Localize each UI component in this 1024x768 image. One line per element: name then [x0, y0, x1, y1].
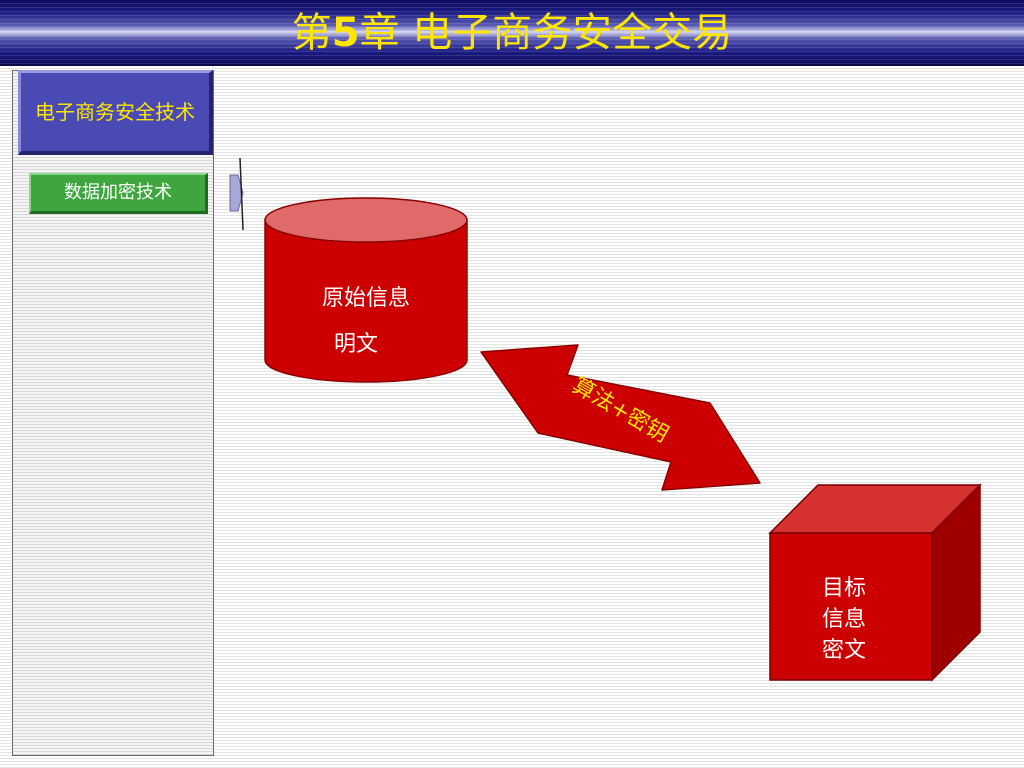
nav-button-security-technology-label: 电子商务安全技术	[35, 99, 195, 124]
ciphertext-label-line1: 目标	[821, 576, 866, 601]
page-title: 第5章 电子商务安全交易	[0, 4, 1024, 62]
double-arrow	[480, 344, 761, 491]
page-title-number: 5	[331, 10, 360, 56]
title-bar: 第5章 电子商务安全交易	[0, 0, 1024, 66]
nav-button-data-encryption-label: 数据加密技术	[64, 182, 172, 203]
plaintext-label-line2: 明文	[333, 332, 378, 357]
pointer-indicator-icon	[229, 157, 244, 231]
page-title-suffix: 章 电子商务安全交易	[359, 10, 733, 56]
page-title-prefix: 第	[291, 10, 332, 56]
plaintext-label-line1: 原始信息	[321, 286, 410, 311]
plaintext-cylinder	[264, 197, 468, 383]
ciphertext-label-line2: 信息	[821, 607, 866, 632]
nav-button-security-technology[interactable]: 电子商务安全技术	[18, 70, 213, 155]
nav-button-data-encryption[interactable]: 数据加密技术	[29, 173, 208, 214]
title-bar-stripes	[0, 0, 1024, 64]
ciphertext-cube	[768, 483, 982, 682]
ciphertext-label-line3: 密文	[821, 638, 866, 663]
